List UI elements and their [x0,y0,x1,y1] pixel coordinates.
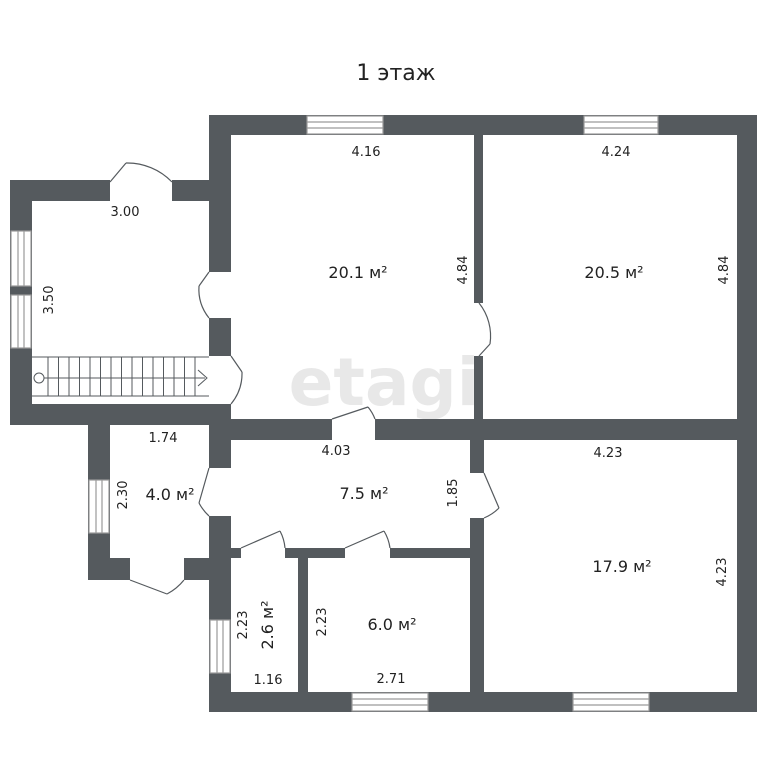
door-stair [230,355,243,405]
wall-right [737,115,757,712]
window-top-right [583,115,659,135]
area-bedroom: 17.9 м² [592,557,651,576]
wall-hall-right-upper [470,419,484,473]
area-hall: 7.5 м² [339,484,388,503]
dim-hall-height: 1.85 [446,479,461,508]
door-hall-bedroom [483,472,500,519]
window-bottom-bedroom [572,692,650,712]
room-labels: 20.1 м² 4.16 4.84 20.5 м² 4.24 4.84 3.00… [42,145,732,688]
wall-hall-right-lower [470,518,484,712]
dim-room-6-height: 2.23 [315,608,330,637]
window-vestibule [88,479,110,534]
wall-hall-top-left [209,419,332,440]
area-living-right: 20.5 м² [584,263,643,282]
dim-bedroom-height: 4.23 [715,558,730,587]
dim-hall-width: 4.03 [322,444,351,459]
wall-bath-top-stub [231,548,241,558]
watermark-logo: etagi [289,344,480,421]
dim-living-left-height: 4.84 [456,256,471,285]
door-vestibule-exit [129,579,185,595]
dim-living-right-width: 4.24 [602,145,631,160]
dim-living-right-height: 4.84 [717,256,732,285]
dim-bedroom-width: 4.23 [594,446,623,461]
door-annex-living [198,271,210,319]
area-bathroom-small: 2.6 м² [258,600,277,649]
wall-top [209,115,757,135]
window-annex-left-lower [10,294,32,349]
door-hall-living [331,406,376,420]
window-top-left [306,115,384,135]
staircase [32,356,209,397]
wall-vestibule-bottom-left [88,558,130,580]
door-living-divider [478,302,492,357]
area-living-left: 20.1 м² [328,263,387,282]
dim-bathroom-height: 2.23 [236,611,251,640]
window-bath [209,619,231,674]
dim-bathroom-width: 1.16 [254,673,283,688]
wall-bath-room6-divider [298,558,308,694]
door-vestibule-hall [198,467,210,517]
dim-vestibule-height: 2.30 [116,481,131,510]
area-vestibule: 4.0 м² [145,485,194,504]
dim-entry-height: 3.50 [42,286,57,315]
window-annex-left-upper [10,230,32,287]
wall-bath-top-mid [285,548,345,558]
dim-vestibule-width: 1.74 [149,431,178,446]
wall-annex-top-left [10,180,110,201]
door-room6 [344,530,391,549]
door-bath [240,530,286,549]
door-entry-top [109,162,173,183]
dim-room-6-width: 2.71 [377,672,406,687]
wall-vestibule-bottom-right [184,558,231,580]
dim-entry-width: 3.00 [111,205,140,220]
wall-living-divider-upper [474,135,483,303]
wall-room6-top [390,548,474,558]
doors [109,162,500,595]
wall-left-mid [209,318,231,356]
wall-annex-bottom [10,404,231,425]
dim-living-left-width: 4.16 [352,145,381,160]
window-bottom-room6 [351,692,429,712]
plan-title: 1 этаж [356,61,435,86]
area-room-6: 6.0 м² [367,615,416,634]
wall-vestibule-right-lower [209,516,231,560]
wall-living-divider-lower [474,356,483,426]
wall-hall-top-right [375,419,757,440]
windows [10,115,659,712]
wall-annex-top-right [172,180,231,201]
